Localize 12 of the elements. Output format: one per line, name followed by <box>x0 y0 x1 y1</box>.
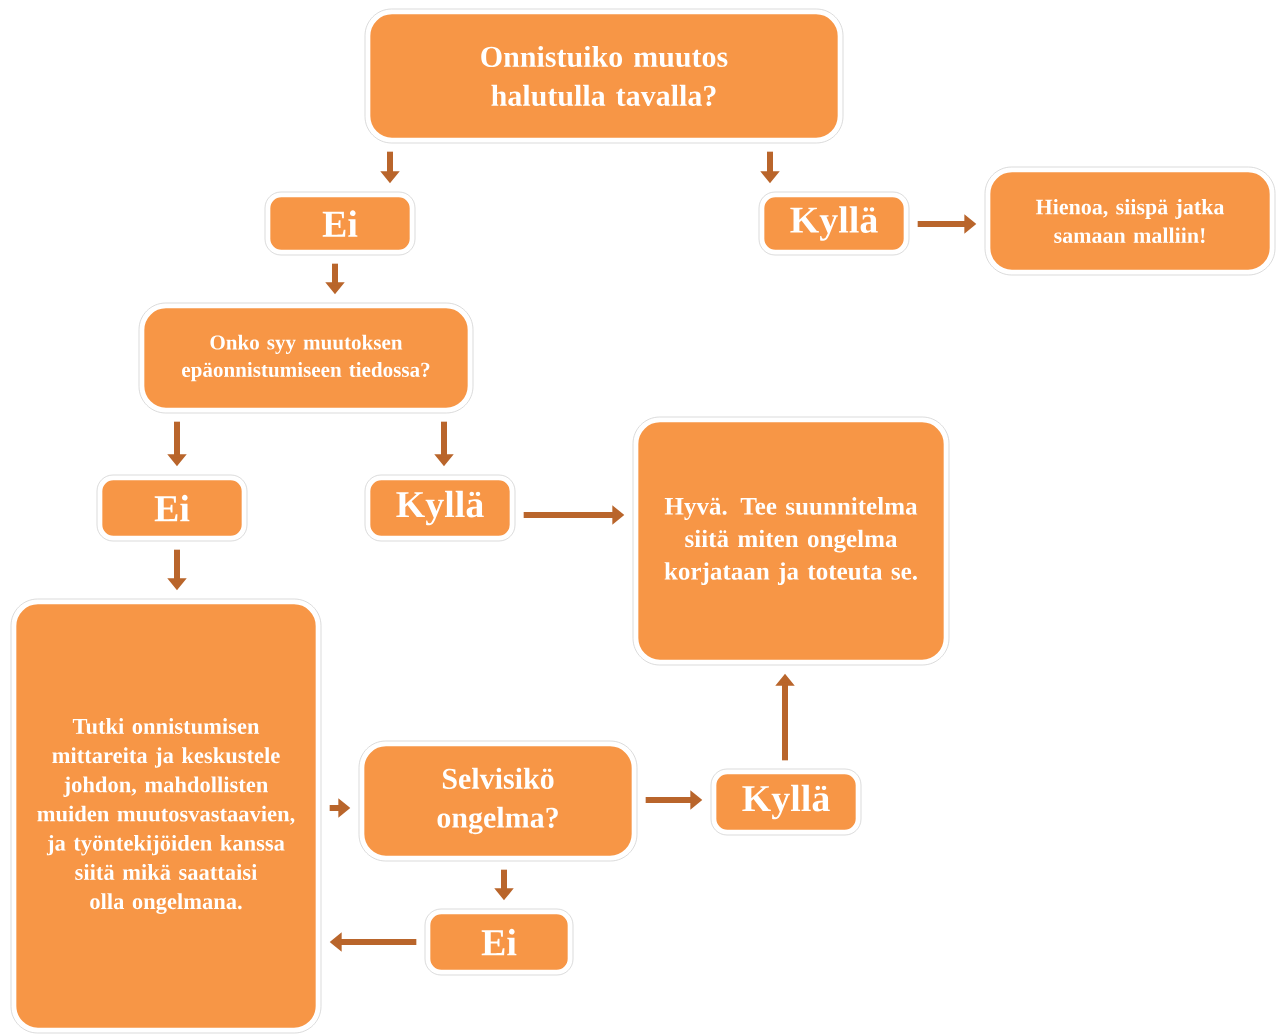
answer-box: Ei <box>97 475 247 541</box>
instruction-box: Hyvä. Tee suunnitelma siitä miten ongelma korjataan ja toteuta se. <box>633 417 949 665</box>
instruction-box: Hienoa, siispä jatka samaan malliin! <box>985 167 1275 275</box>
instruction-box: Tutki onnistumisen mittareita ja keskustele johdon, mahdollisten muiden muutosvastaavien, ja työntekijöiden kanssa siitä mikä saattaisi olla ongelmana. <box>11 599 321 1033</box>
answer-box: Kyllä <box>711 769 861 835</box>
question-box: Onko syy muutoksen epäonnistumiseen tiedossa? <box>139 303 473 413</box>
answer-box: Kyllä <box>365 475 515 541</box>
answer-box: Ei <box>425 909 573 975</box>
answer-box: Ei <box>265 192 415 255</box>
answer-box: Kyllä <box>759 192 909 255</box>
question-box: Selvisikö ongelma? <box>359 741 637 861</box>
question-box: Onnistuiko muutos halutulla tavalla? <box>365 9 843 143</box>
